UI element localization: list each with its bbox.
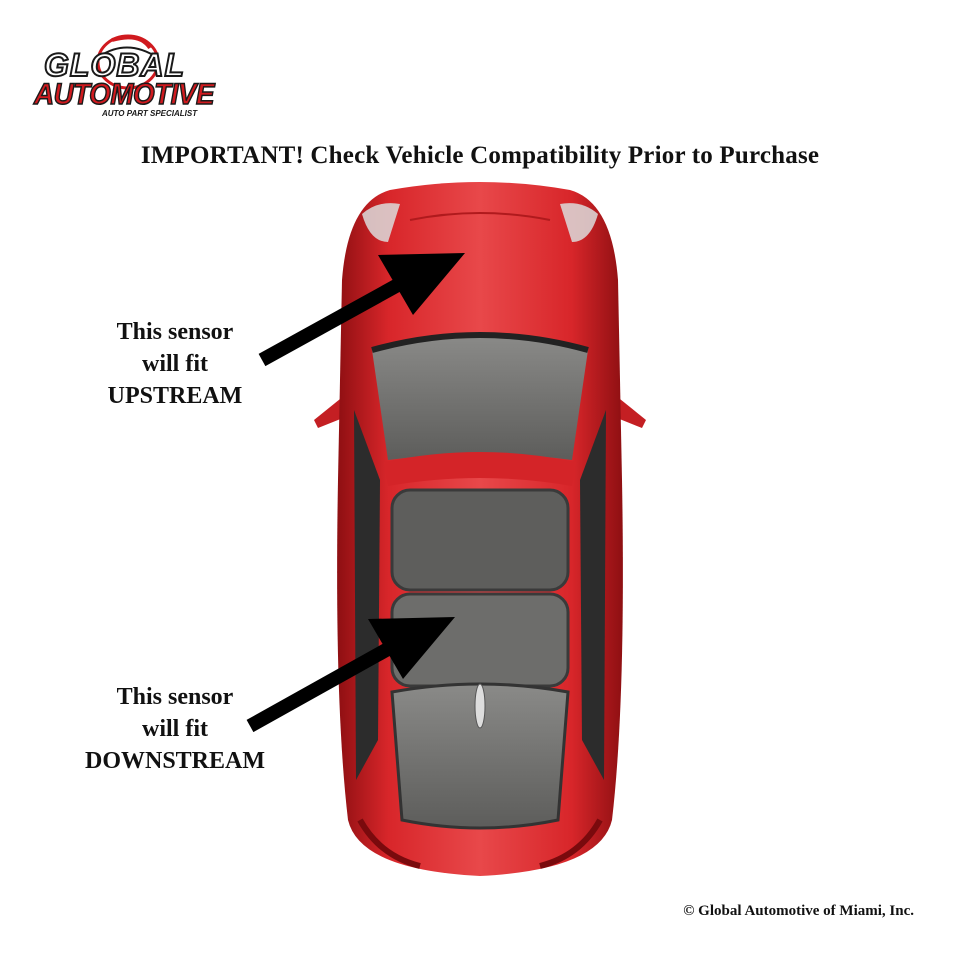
downstream-line1: This sensor — [116, 684, 234, 710]
logo-tagline: AUTO PART SPECIALIST — [101, 109, 198, 118]
car-top-view-image — [300, 180, 660, 880]
logo-line1: GLOBAL — [44, 47, 185, 83]
logo-line2: AUTOMOTIVE — [33, 78, 215, 111]
compatibility-warning-heading: IMPORTANT! Check Vehicle Compatibility P… — [140, 142, 820, 169]
upstream-line1: This sensor — [116, 319, 234, 345]
downstream-line3: DOWNSTREAM — [84, 748, 265, 774]
upstream-label: This sensor will fit UPSTREAM — [70, 316, 280, 412]
global-automotive-logo: GLOBAL AUTOMOTIVE AUTO PART SPECIALIST — [30, 28, 220, 120]
upstream-line2: will fit — [142, 351, 208, 377]
downstream-label: This sensor will fit DOWNSTREAM — [50, 681, 300, 777]
upstream-line3: UPSTREAM — [107, 383, 243, 409]
downstream-line2: will fit — [142, 716, 208, 742]
copyright-notice: © Global Automotive of Miami, Inc. — [683, 903, 914, 919]
